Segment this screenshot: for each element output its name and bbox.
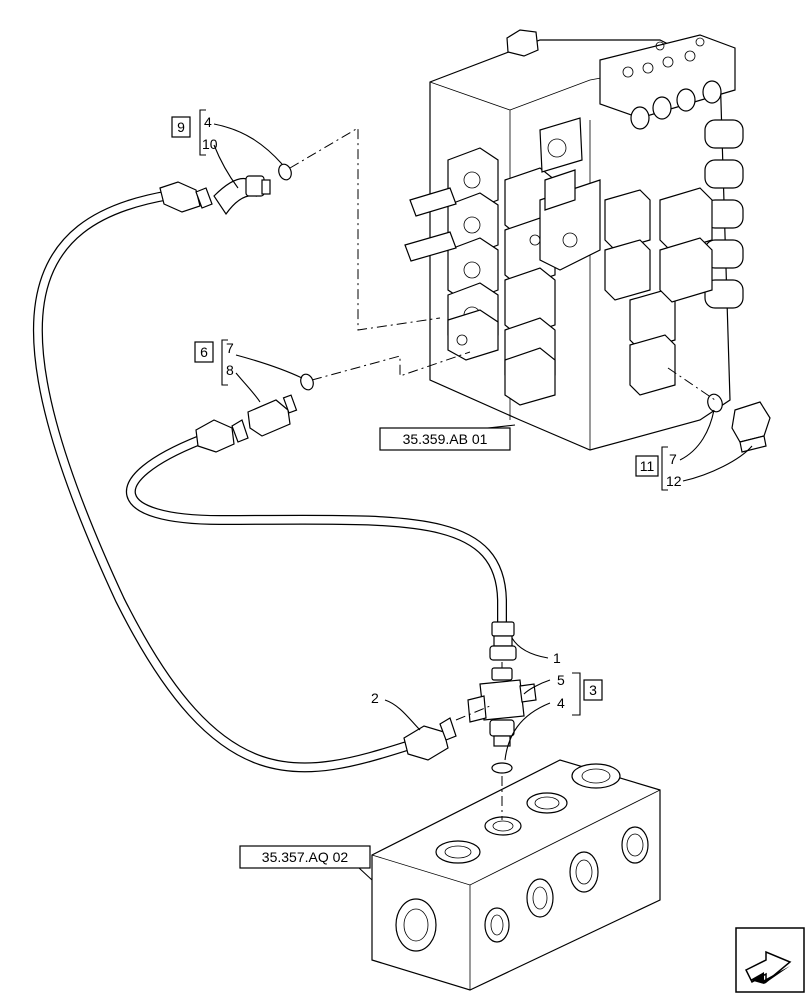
hose-assembly-lower bbox=[125, 435, 507, 630]
next-page-arrow-icon[interactable] bbox=[735, 927, 805, 993]
callout-12: 12 bbox=[666, 473, 682, 489]
hose-fitting-vertical bbox=[489, 621, 517, 661]
callout-10: 10 bbox=[202, 136, 218, 152]
group-box-9: 9 bbox=[177, 119, 185, 135]
callout-4-bottom: 4 bbox=[557, 695, 565, 711]
hose-assembly-upper bbox=[32, 190, 415, 773]
o-ring-7-right bbox=[707, 393, 723, 413]
reference-label-valve[interactable]: 35.359.AB 01 bbox=[403, 431, 488, 447]
o-ring-4-bottom bbox=[491, 762, 513, 774]
elbow-fitting-10 bbox=[213, 175, 271, 216]
hose-fitting-bottom bbox=[403, 717, 457, 761]
hose-fitting-top bbox=[159, 181, 213, 213]
control-valve-assembly bbox=[404, 29, 744, 451]
adapter-fitting-8 bbox=[247, 394, 298, 437]
callout-7-right: 7 bbox=[669, 451, 677, 467]
hose-fitting-middle bbox=[195, 419, 249, 453]
tee-fitting-5 bbox=[467, 667, 537, 747]
callout-5: 5 bbox=[557, 672, 565, 688]
group-box-11: 11 bbox=[640, 458, 655, 474]
callout-2: 2 bbox=[371, 690, 379, 706]
o-ring-7-middle bbox=[300, 373, 314, 391]
o-ring-4-top bbox=[278, 163, 292, 181]
plug-12 bbox=[731, 401, 771, 453]
callout-4-top: 4 bbox=[204, 114, 212, 130]
callout-1: 1 bbox=[553, 650, 561, 666]
callout-7-middle: 7 bbox=[226, 340, 234, 356]
port-block bbox=[371, 759, 661, 991]
callout-8: 8 bbox=[226, 362, 234, 378]
group-box-6: 6 bbox=[200, 344, 208, 360]
group-box-3: 3 bbox=[589, 682, 597, 698]
reference-label-block[interactable]: 35.357.AQ 02 bbox=[262, 849, 349, 865]
